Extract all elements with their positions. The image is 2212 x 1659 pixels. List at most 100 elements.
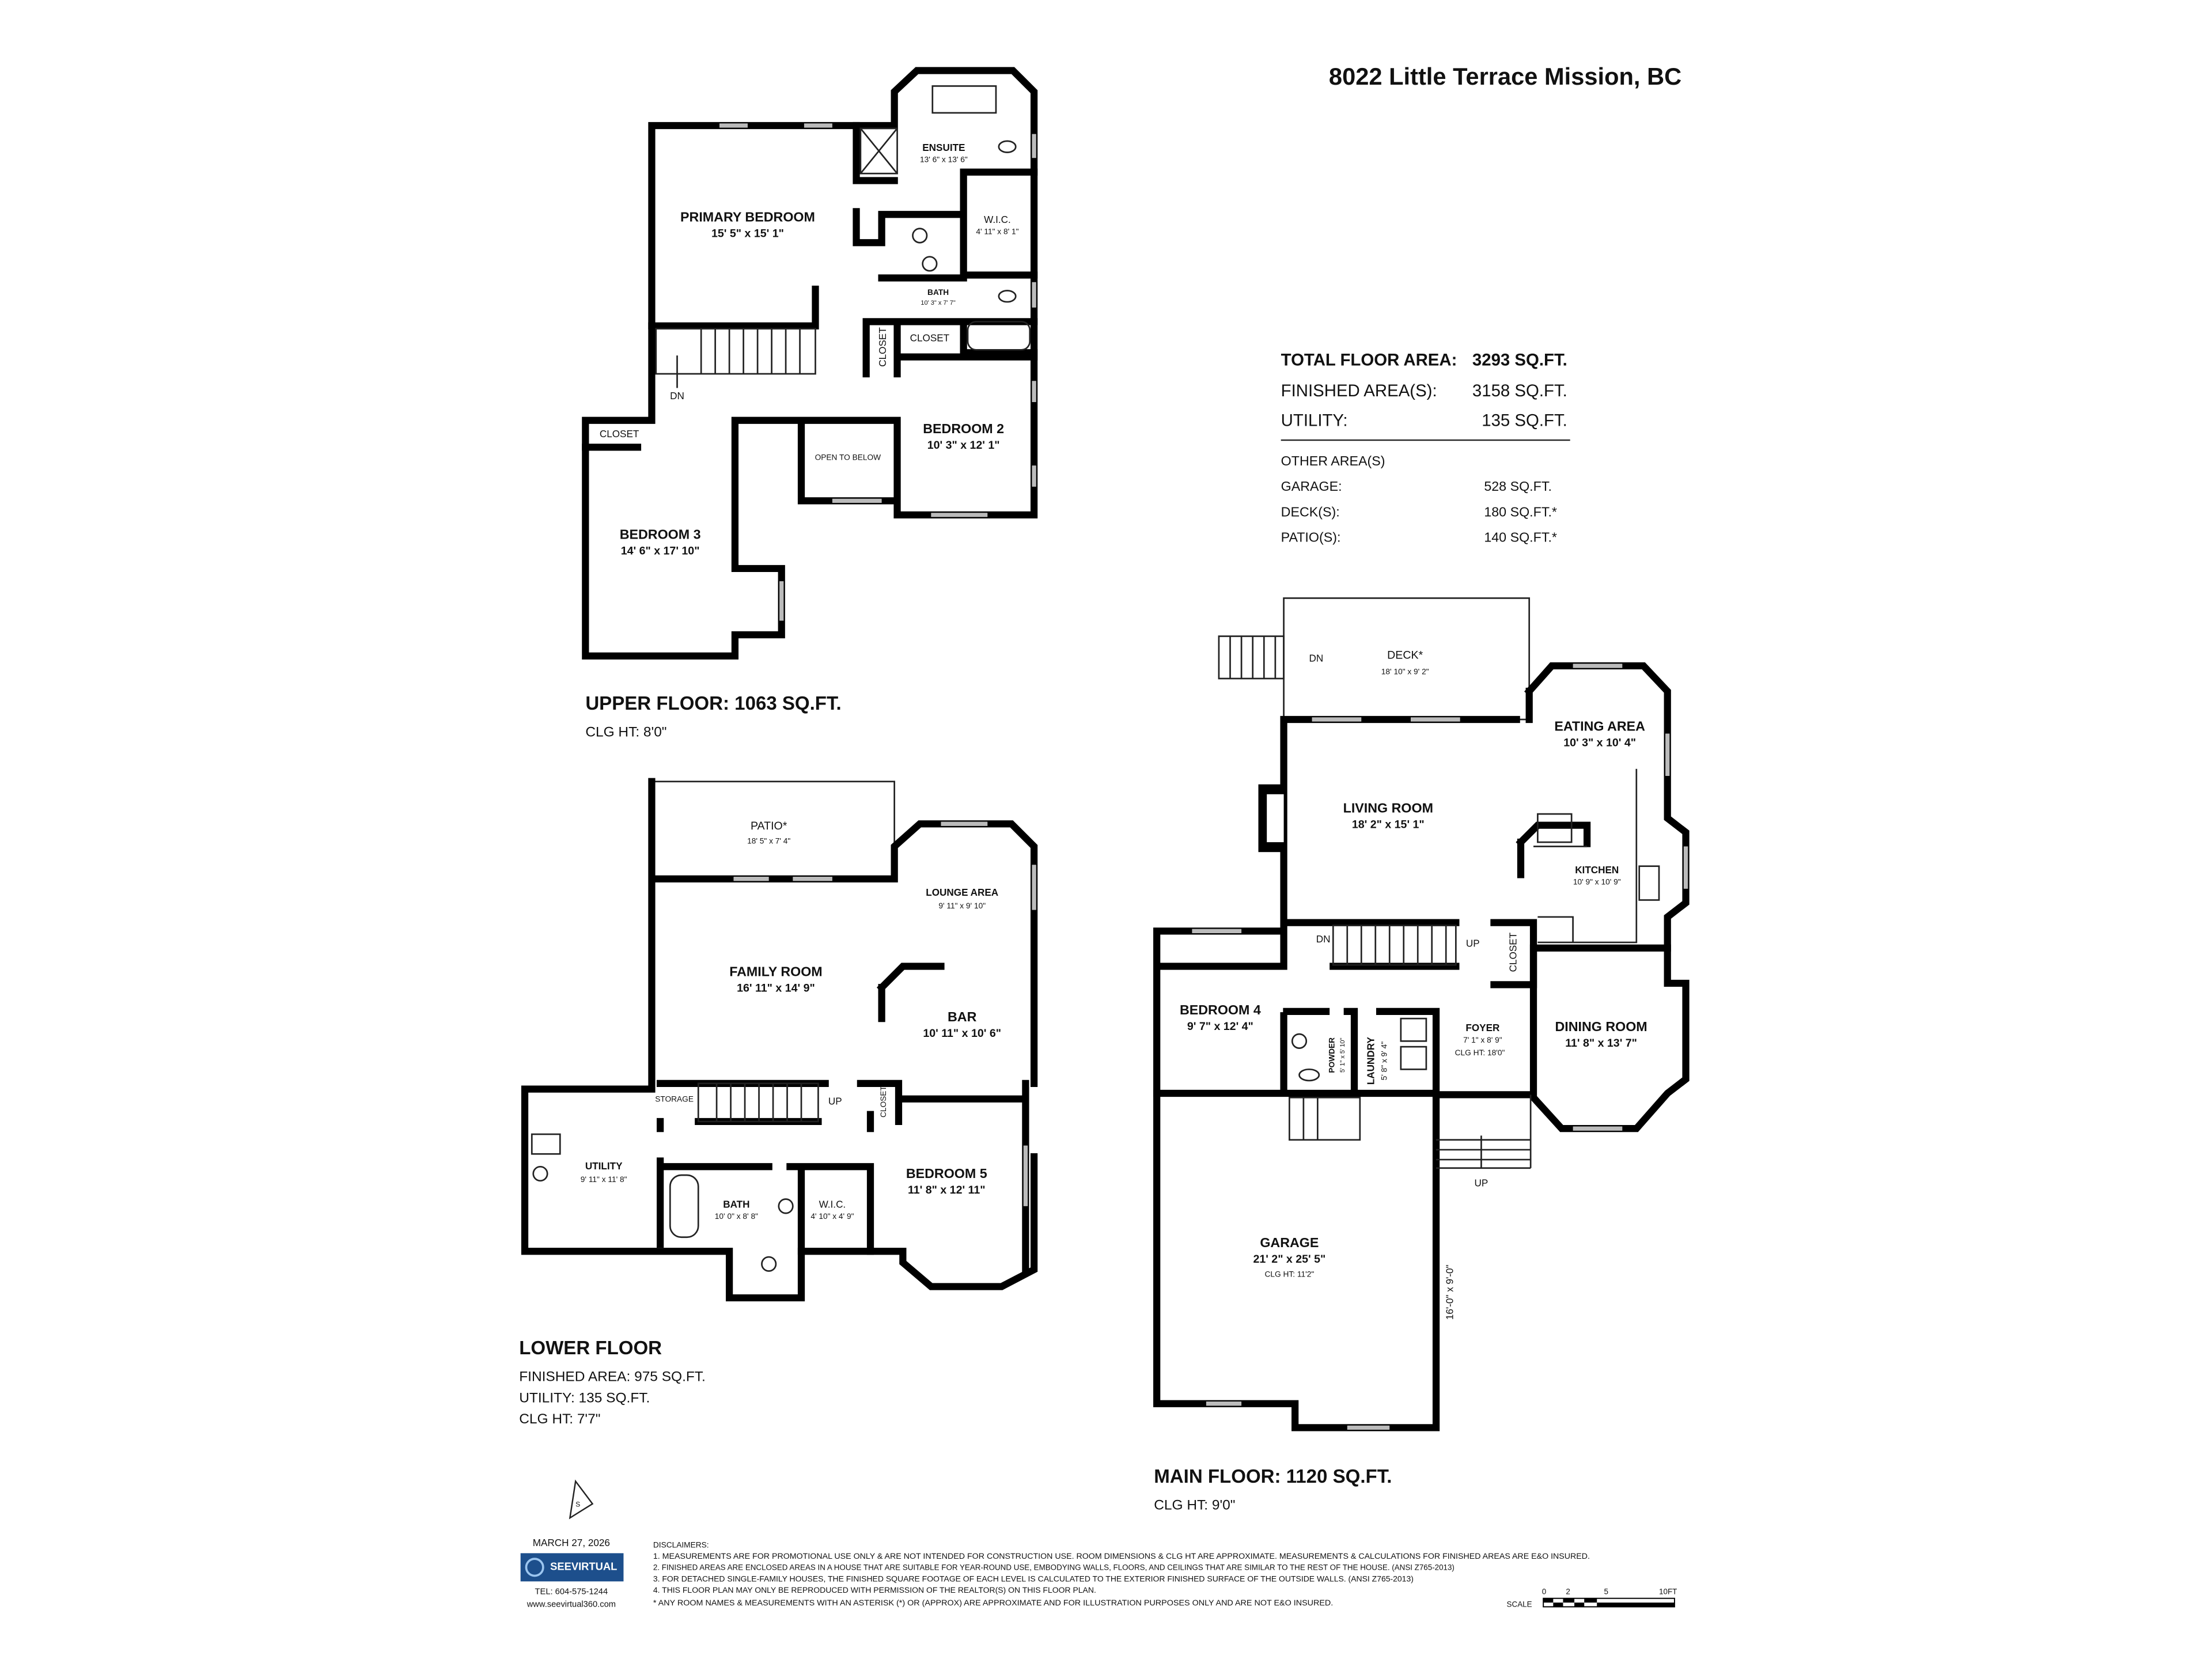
room-name: DINING ROOM [1555,1019,1647,1034]
total-area-label: TOTAL FLOOR AREA: [1281,350,1457,369]
shower-icon [859,127,898,175]
room-name: PRIMARY BEDROOM [680,209,815,224]
front-steps-icon [1436,1094,1532,1169]
garage-area-label: GARAGE: [1281,479,1342,494]
room-name: BEDROOM 3 [620,527,701,542]
closet-label: CLOSET [879,1086,888,1118]
room-name: POWDER [1328,1037,1336,1073]
disclaimer-line: 4. THIS FLOOR PLAN MAY ONLY BE REPRODUCE… [653,1586,1096,1594]
room-dims: 10' 11" x 10' 6" [923,1027,1001,1040]
svg-text:SEEVIRTUAL: SEEVIRTUAL [550,1560,617,1573]
website-link[interactable]: www.seevirtual360.com [527,1600,616,1609]
deck-area-label: DECK(S): [1281,504,1340,519]
patio-area-value: 140 SQ.FT.* [1484,529,1557,544]
finished-area-label: FINISHED AREA(S): [1281,381,1437,400]
svg-text:5: 5 [1604,1587,1608,1596]
upper-stairs-icon [655,328,816,388]
scale-label: SCALE [1507,1600,1532,1608]
room-dims: 18' 10" x 9' 2" [1381,668,1429,676]
room-name: W.I.C. [984,214,1011,225]
dryer-icon [1400,1046,1427,1070]
room-name: BATH [723,1198,749,1210]
room-name: UTILITY [585,1160,623,1172]
bathtub-icon [967,321,1031,351]
main-floor-plan: DECK* 18' 10" x 9' 2" DN EATING AREA 10'… [1153,597,1690,1513]
footer: S MARCH 27, 2026 SEEVIRTUAL TEL: 604-575… [520,1479,1677,1609]
room-dims: 13' 6" x 13' 6" [920,156,968,164]
room-dims: 10' 3" x 12' 1" [927,439,1000,452]
patio-area-label: PATIO(S): [1281,529,1341,544]
room-dims: 7' 1" x 8' 9" [1463,1036,1502,1044]
stairs-up-label: UP [1466,937,1480,949]
upper-floor-plan: ENSUITE 13' 6" x 13' 6" PRIMARY BEDROOM … [582,67,1038,740]
room-dims: 9' 7" x 12' 4" [1187,1020,1253,1033]
main-floor-ceiling-height: CLG HT: 9'0" [1154,1497,1235,1513]
room-dims: 11' 8" x 13' 7" [1565,1037,1637,1050]
disclaimer-line: 3. FOR DETACHED SINGLE-FAMILY HOUSES, TH… [653,1574,1414,1583]
room-dims: 10' 9" x 10' 9" [1573,878,1621,887]
svg-text:2: 2 [1566,1587,1570,1596]
furnace-icon [532,1165,548,1182]
room-dims: 9' 11" x 9' 10" [938,902,986,910]
toilet-icon [998,140,1017,153]
toilet-icon [1298,1068,1320,1082]
room-name: PATIO* [751,820,787,832]
toilet-icon [761,1256,777,1272]
utility-area-label: UTILITY: [1281,411,1348,430]
room-dims: 5' 1" x 5' 10" [1339,1038,1346,1073]
stairs-up-label: UP [828,1096,842,1107]
other-areas-heading: OTHER AREA(S) [1281,453,1385,468]
room-name: LIVING ROOM [1343,801,1433,816]
lower-floor-finished-area: FINISHED AREA: 975 SQ.FT. [519,1369,706,1385]
kitchen-sink-icon [1638,865,1660,901]
room-name: BEDROOM 4 [1180,1002,1261,1017]
disclaimer-line: 1. MEASUREMENTS ARE FOR PROMOTIONAL USE … [653,1552,1590,1560]
closet-label: CLOSET [910,332,950,344]
fireplace-opening [1267,794,1284,843]
room-name: FAMILY ROOM [729,964,822,979]
lower-exterior-walls [521,778,1038,1302]
room-name: LAUNDRY [1365,1037,1376,1085]
lower-floor-ceiling-height: CLG HT: 7'7" [519,1411,600,1427]
room-dims: 4' 11" x 8' 1" [976,228,1018,236]
room-name: ENSUITE [922,142,965,153]
room-name: BEDROOM 2 [923,421,1004,436]
bathtub-icon [931,85,997,114]
plan-date: MARCH 27, 2026 [533,1537,610,1548]
room-dims: 5' 8" x 9' 4" [1380,1041,1388,1081]
washer-icon [1400,1017,1427,1042]
front-steps-up-label: UP [1475,1177,1488,1189]
main-floor-heading: MAIN FLOOR: 1120 SQ.FT. [1154,1466,1392,1487]
room-name: BAR [948,1009,977,1024]
sink-icon [1291,1033,1308,1049]
sink-icon [922,256,938,272]
upper-windows [719,123,1036,621]
main-interior-walls [1153,821,1671,1099]
room-dims: 16' 11" x 14' 9" [737,982,815,995]
room-name: BEDROOM 5 [906,1166,987,1181]
sink-icon [778,1198,794,1214]
area-summary: TOTAL FLOOR AREA: 3293 SQ.FT. FINISHED A… [1281,350,1570,544]
main-stairs-icon [1332,925,1457,966]
garage-stairs-icon [1289,1096,1361,1141]
water-heater-icon [531,1133,561,1155]
deck-area-value: 180 SQ.FT.* [1484,504,1557,519]
total-area-value: 3293 SQ.FT. [1472,350,1567,369]
disclaimer-line: 2. FINISHED AREAS ARE ENCLOSED AREAS IN … [653,1563,1455,1572]
room-name: BATH [927,288,949,297]
room-dims: 15' 5" x 15' 1" [711,227,784,240]
upper-exterior-walls [582,67,1038,660]
bathtub-icon [669,1174,699,1238]
svg-text:S: S [575,1501,580,1509]
open-to-below-label: OPEN TO BELOW [815,453,881,461]
svg-text:10FT: 10FT [1659,1587,1677,1596]
room-ceiling-height: CLG HT: 18'0" [1455,1048,1505,1057]
deck-stairs-icon [1218,635,1285,680]
room-name: FOYER [1465,1022,1500,1033]
main-windows [1192,664,1688,1430]
compass-icon: S [569,1479,594,1520]
kitchen-counter [1533,768,1638,944]
property-title: 8022 Little Terrace Mission, BC [1329,63,1681,90]
room-ceiling-height: CLG HT: 11'2" [1265,1270,1315,1278]
